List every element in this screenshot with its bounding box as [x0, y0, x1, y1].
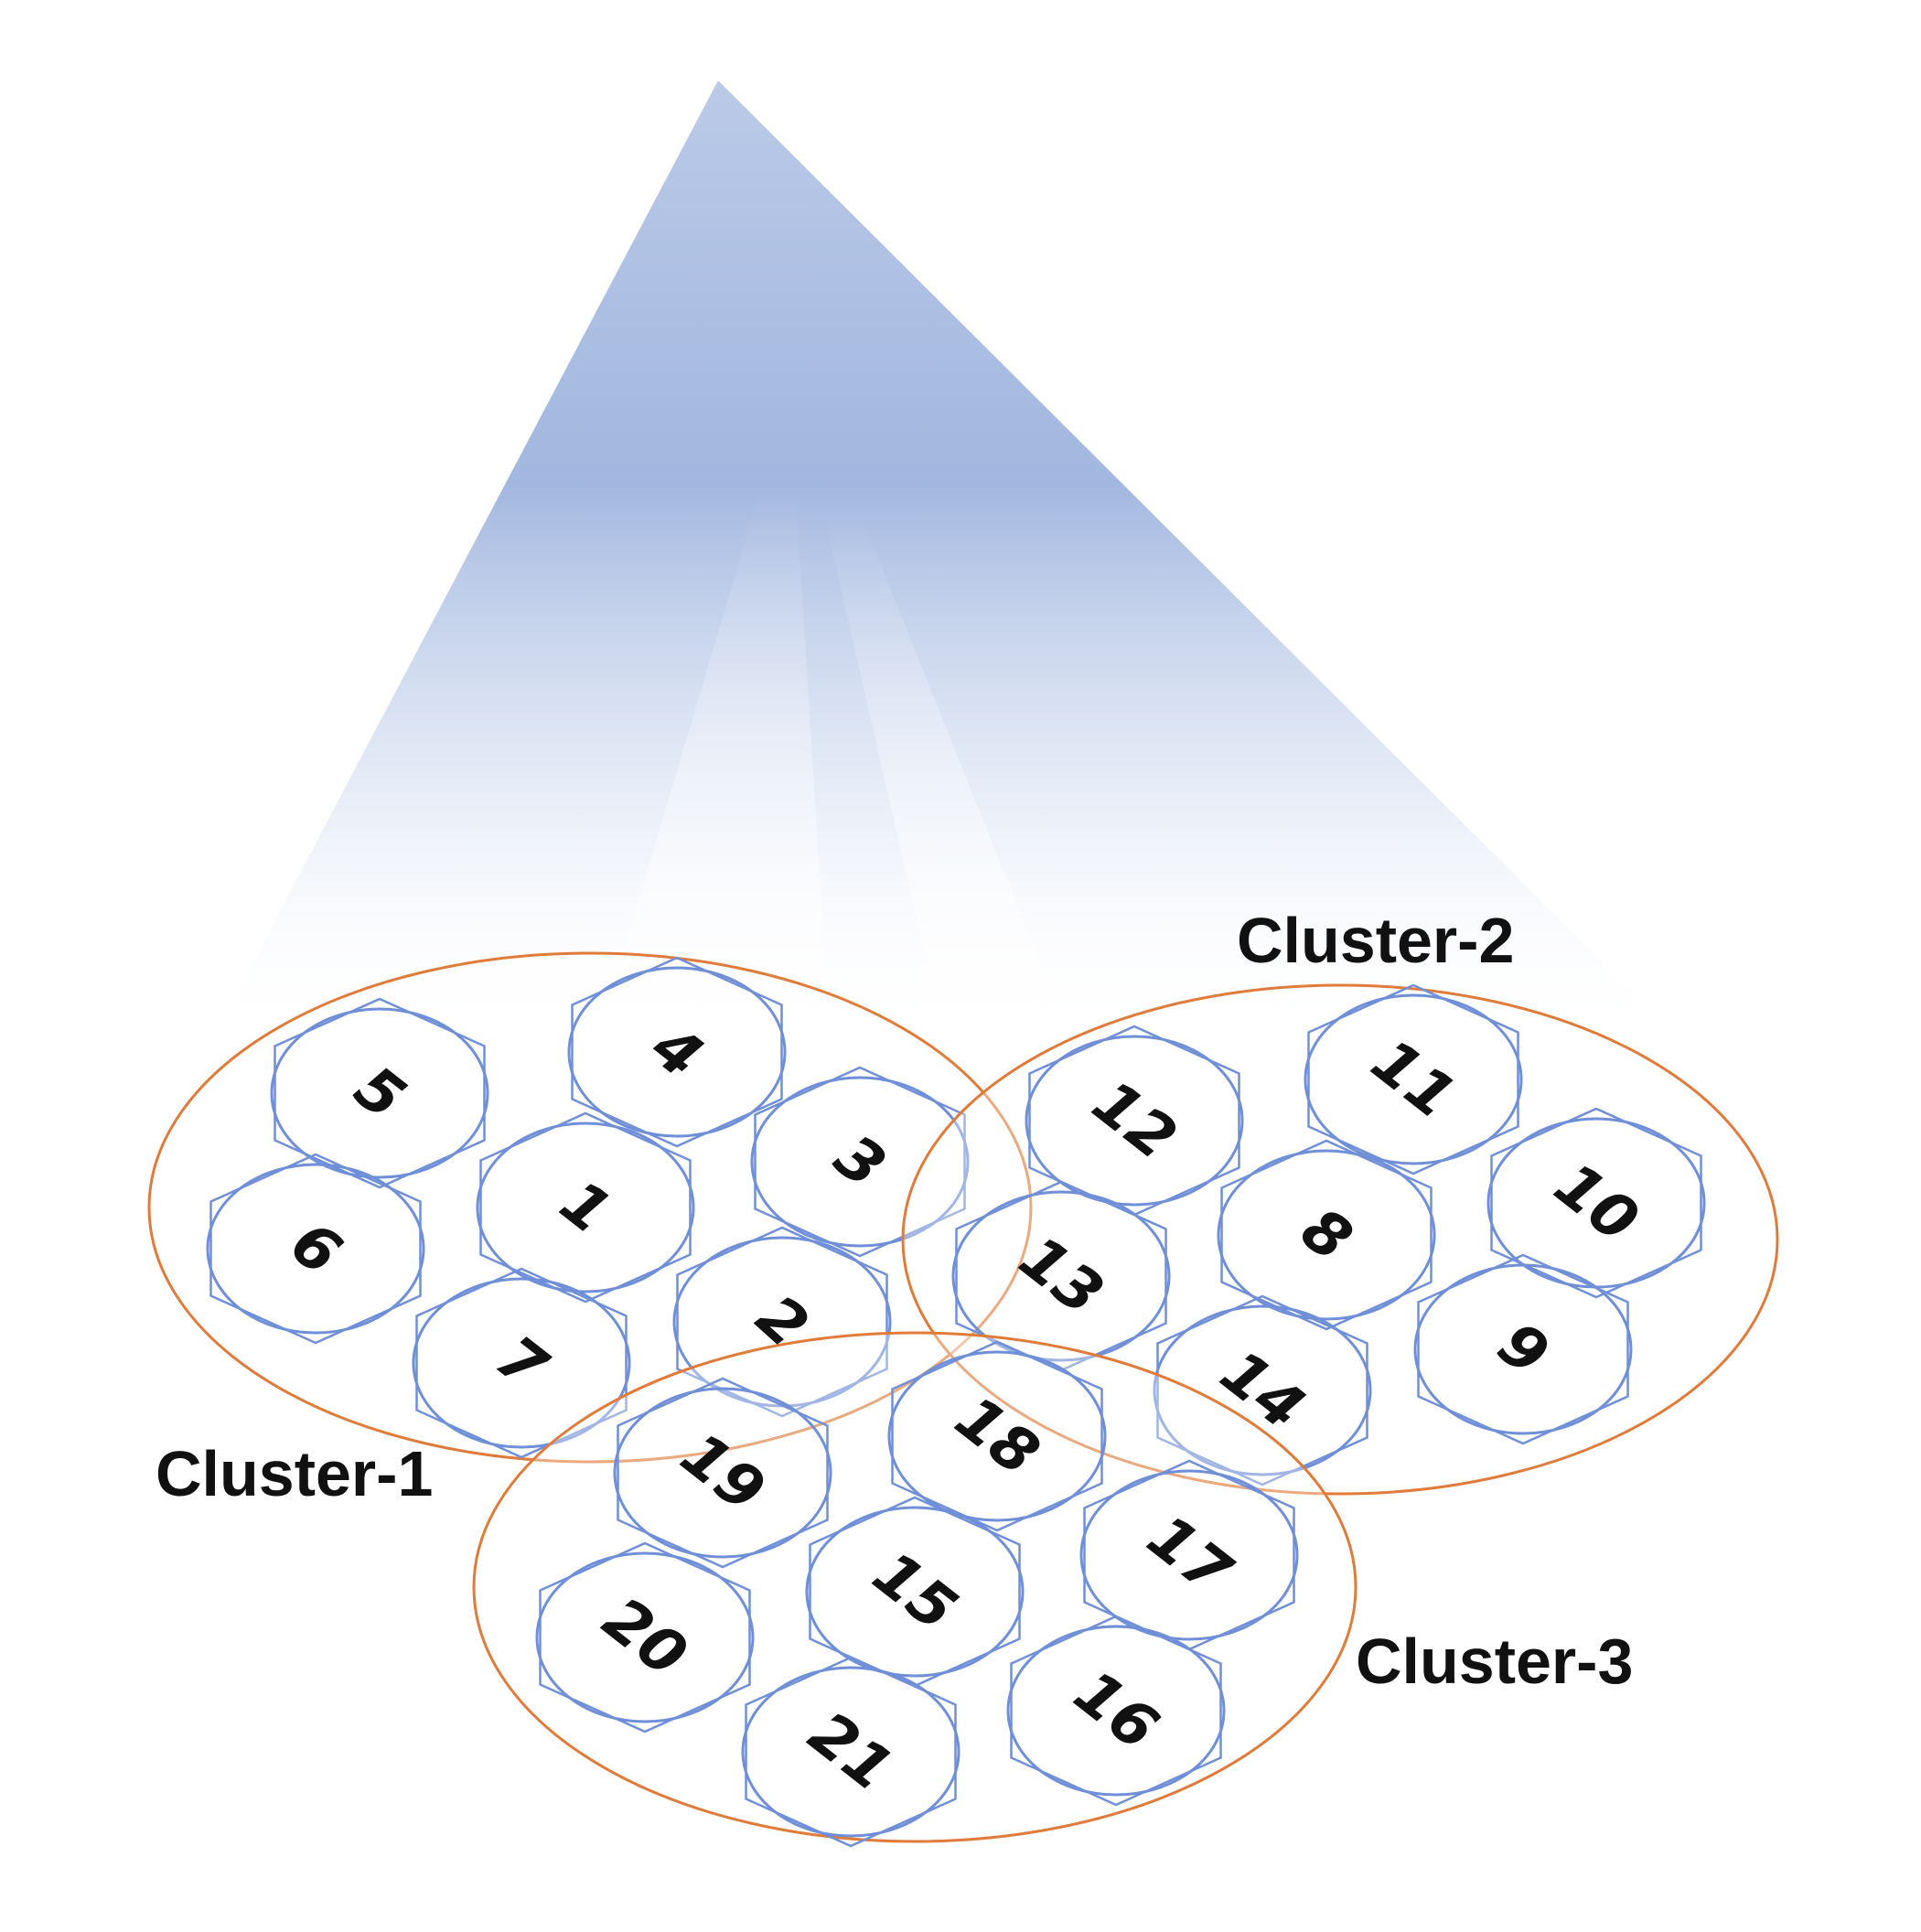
cell-10-circle	[1486, 1117, 1706, 1289]
satellite-beam	[210, 80, 1674, 1079]
cell-14-hexagon	[1156, 1294, 1368, 1487]
cell-16-circle	[1006, 1625, 1226, 1797]
cell-6-circle	[206, 1163, 425, 1335]
cell-16-hexagon	[1010, 1615, 1222, 1807]
cell-21-hexagon	[745, 1656, 957, 1848]
cluster-2-label: Cluster-2	[1237, 905, 1514, 976]
cluster-3-label: Cluster-3	[1356, 1626, 1633, 1697]
cell-7-circle	[412, 1277, 631, 1449]
cell-20-circle	[535, 1551, 755, 1723]
cell-13-circle	[951, 1190, 1171, 1362]
cell-9-hexagon	[1417, 1253, 1629, 1445]
cell-5-hexagon	[274, 997, 486, 1189]
cell-18-circle	[887, 1350, 1107, 1522]
cluster-1-ring	[147, 951, 1033, 1464]
cell-21-circle	[741, 1666, 960, 1838]
cell-10-hexagon	[1490, 1107, 1702, 1299]
cell-4-circle	[567, 966, 787, 1138]
cell-17-circle	[1079, 1469, 1299, 1641]
cell-8-hexagon	[1220, 1139, 1433, 1331]
cell-6-hexagon	[209, 1153, 422, 1345]
cluster-1-label: Cluster-1	[156, 1438, 433, 1509]
cell-2-hexagon	[676, 1226, 888, 1418]
cell-12-circle	[1025, 1035, 1244, 1207]
cell-14-circle	[1153, 1304, 1372, 1476]
cell-7-hexagon	[415, 1267, 628, 1459]
cell-8-circle	[1217, 1149, 1436, 1321]
cell-3-hexagon	[754, 1066, 966, 1258]
cell-15-circle	[805, 1506, 1025, 1678]
cell-1-hexagon	[479, 1111, 692, 1304]
cell-1-circle	[476, 1122, 695, 1293]
cell-11-circle	[1304, 993, 1523, 1165]
cell-5-circle	[270, 1007, 489, 1179]
cell-17-hexagon	[1083, 1459, 1295, 1651]
cell-20-hexagon	[539, 1541, 751, 1733]
cluster-3-ring	[472, 1331, 1358, 1843]
cell-3-circle	[750, 1076, 970, 1248]
cell-19-hexagon	[617, 1377, 829, 1569]
cell-4-hexagon	[571, 956, 783, 1148]
cell-18-hexagon	[891, 1340, 1103, 1532]
cluster-2-ring	[901, 983, 1779, 1496]
cell-19-circle	[613, 1387, 832, 1559]
cell-11-hexagon	[1307, 983, 1519, 1175]
